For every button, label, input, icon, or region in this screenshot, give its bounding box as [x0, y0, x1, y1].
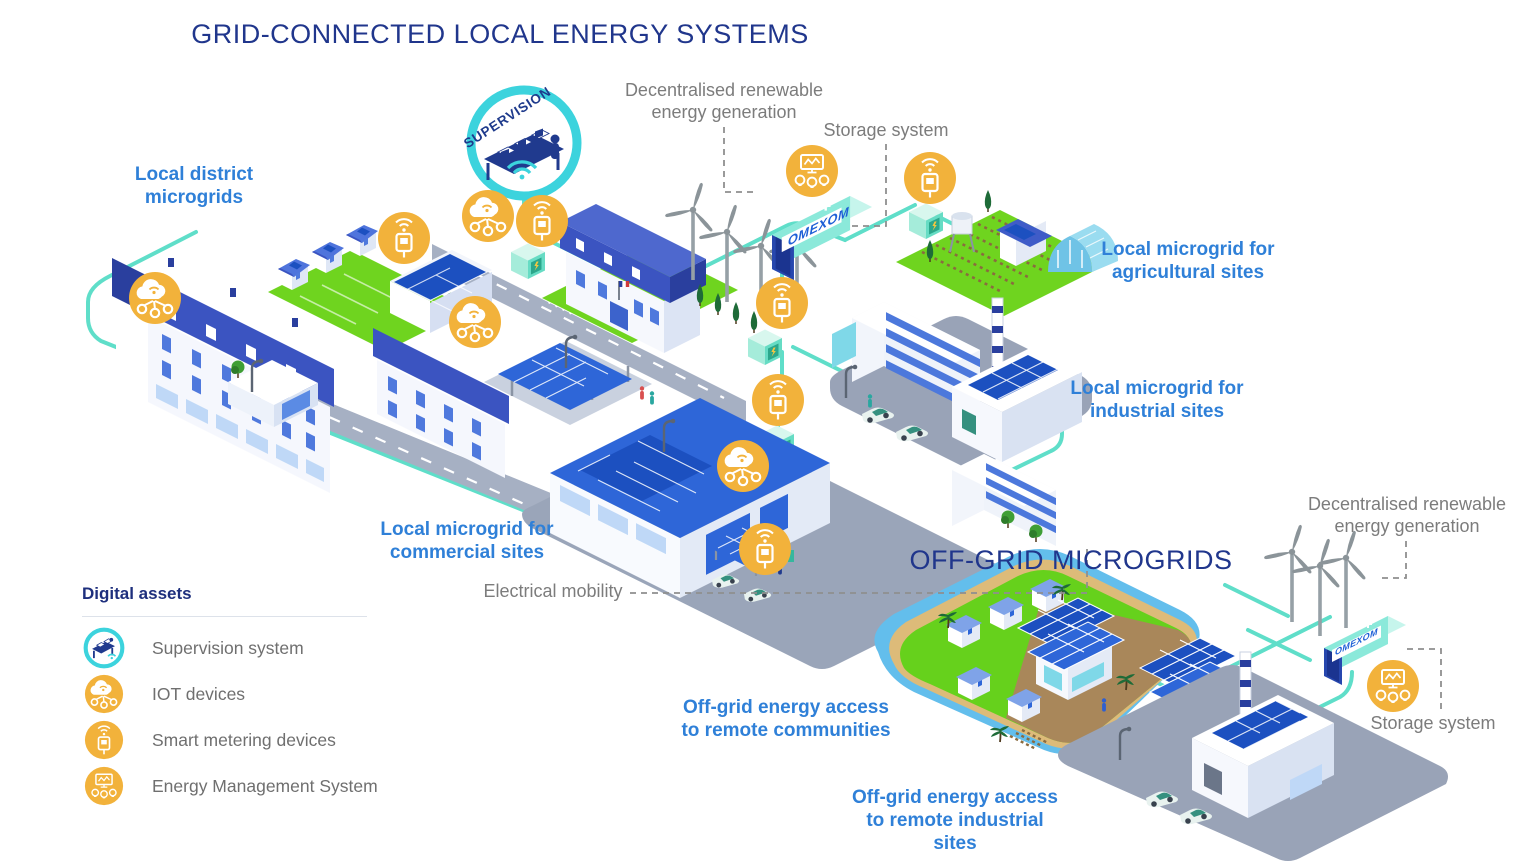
offgrid-industrial-site: [1058, 651, 1448, 861]
smart-metering-devices-icon: [376, 210, 432, 266]
district-solar-roof-building: [390, 250, 492, 333]
agricultural-site: [896, 189, 1118, 316]
iot-devices-icon: [127, 270, 183, 326]
annotation-storage-offgrid: Storage system: [1370, 713, 1496, 733]
energy-management-system-icon: [1366, 659, 1420, 713]
iot-devices-icon: [447, 294, 503, 350]
legend-title: Digital assets: [82, 584, 192, 603]
energy-management-system-icon: [785, 144, 839, 198]
label-microgrid-commercial: Local microgrid for commercial sites: [380, 519, 554, 564]
district-depot-building: [228, 359, 318, 427]
greenhouse: [1048, 224, 1118, 272]
legend-item-label: Smart metering devices: [152, 729, 336, 750]
farmhouse: [996, 219, 1052, 266]
legend-item-label: IOT devices: [152, 683, 246, 704]
smart-metering-devices-icon: [754, 275, 810, 331]
legend-item-label: Energy Management System: [152, 775, 378, 796]
smart-metering-devices-icon: [84, 720, 124, 760]
supervision-badge: SUPERVISION: [461, 84, 582, 201]
label-microgrid-industrial: Local microgrid for industrial sites: [1070, 378, 1244, 423]
smart-metering-devices-icon: [737, 521, 793, 577]
legend-item-supervision: Supervision system: [82, 625, 382, 671]
legend-item-smart-metering: Smart metering devices: [82, 717, 382, 763]
storage-container-main: OMEXOM: [770, 194, 874, 282]
wifi-icon: [506, 160, 538, 180]
legend-item-label: Supervision system: [152, 637, 304, 658]
title-off-grid: OFF-GRID MICROGRIDS: [909, 545, 1233, 575]
legend-divider: [82, 616, 367, 617]
district-solar-carport: [484, 341, 652, 425]
commercial-office-building: [952, 454, 1056, 546]
smart-metering-devices-icon: [514, 193, 570, 249]
iot-devices-icon: [84, 674, 124, 714]
legend-item-ems: Energy Management System: [82, 763, 382, 809]
factory-hall: [952, 347, 1082, 462]
iot-devices-icon: [715, 438, 771, 494]
smart-metering-devices-icon: [750, 372, 806, 428]
smart-metering-devices-icon: [902, 150, 958, 206]
label-microgrid-agricultural: Local microgrid for agricultural sites: [1101, 239, 1275, 284]
water-tower: [949, 212, 975, 253]
label-local-district-microgrids: Local district microgrids: [134, 164, 254, 209]
label-offgrid-communities: Off-grid energy access to remote communi…: [681, 697, 891, 742]
annotation-decentralised-renewable-main: Decentralised renewable energy generatio…: [624, 80, 824, 122]
transformer-box: [748, 329, 782, 365]
annotation-storage-main: Storage system: [823, 120, 949, 140]
label-offgrid-industrial: Off-grid energy access to remote industr…: [852, 787, 1058, 855]
offgrid-factory-hall: [1192, 695, 1334, 818]
energy-management-system-icon: [84, 766, 124, 806]
supervision-system-icon: [82, 626, 126, 670]
title-grid-connected: GRID-CONNECTED LOCAL ENERGY SYSTEMS: [191, 19, 809, 49]
transformer-box: [511, 243, 545, 279]
town-hall: [542, 204, 758, 353]
annotation-dashed-lines: [630, 127, 1442, 712]
legend-item-iot: IOT devices: [82, 671, 382, 717]
wind-turbines-offgrid: [1261, 522, 1369, 638]
industrial-site: [830, 297, 1092, 468]
industrial-office-building: [832, 302, 980, 416]
district-apartment-building: [355, 328, 509, 478]
iot-devices-icon: [460, 188, 516, 244]
annotation-electrical-mobility: Electrical mobility: [483, 581, 623, 601]
legend-digital-assets: Digital assets Supervision system IOT de…: [82, 584, 382, 809]
supervision-desk-scene: [484, 128, 564, 180]
annotation-decentralised-renewable-offgrid: Decentralised renewable energy generatio…: [1307, 494, 1507, 536]
transformer-box: [909, 203, 943, 239]
